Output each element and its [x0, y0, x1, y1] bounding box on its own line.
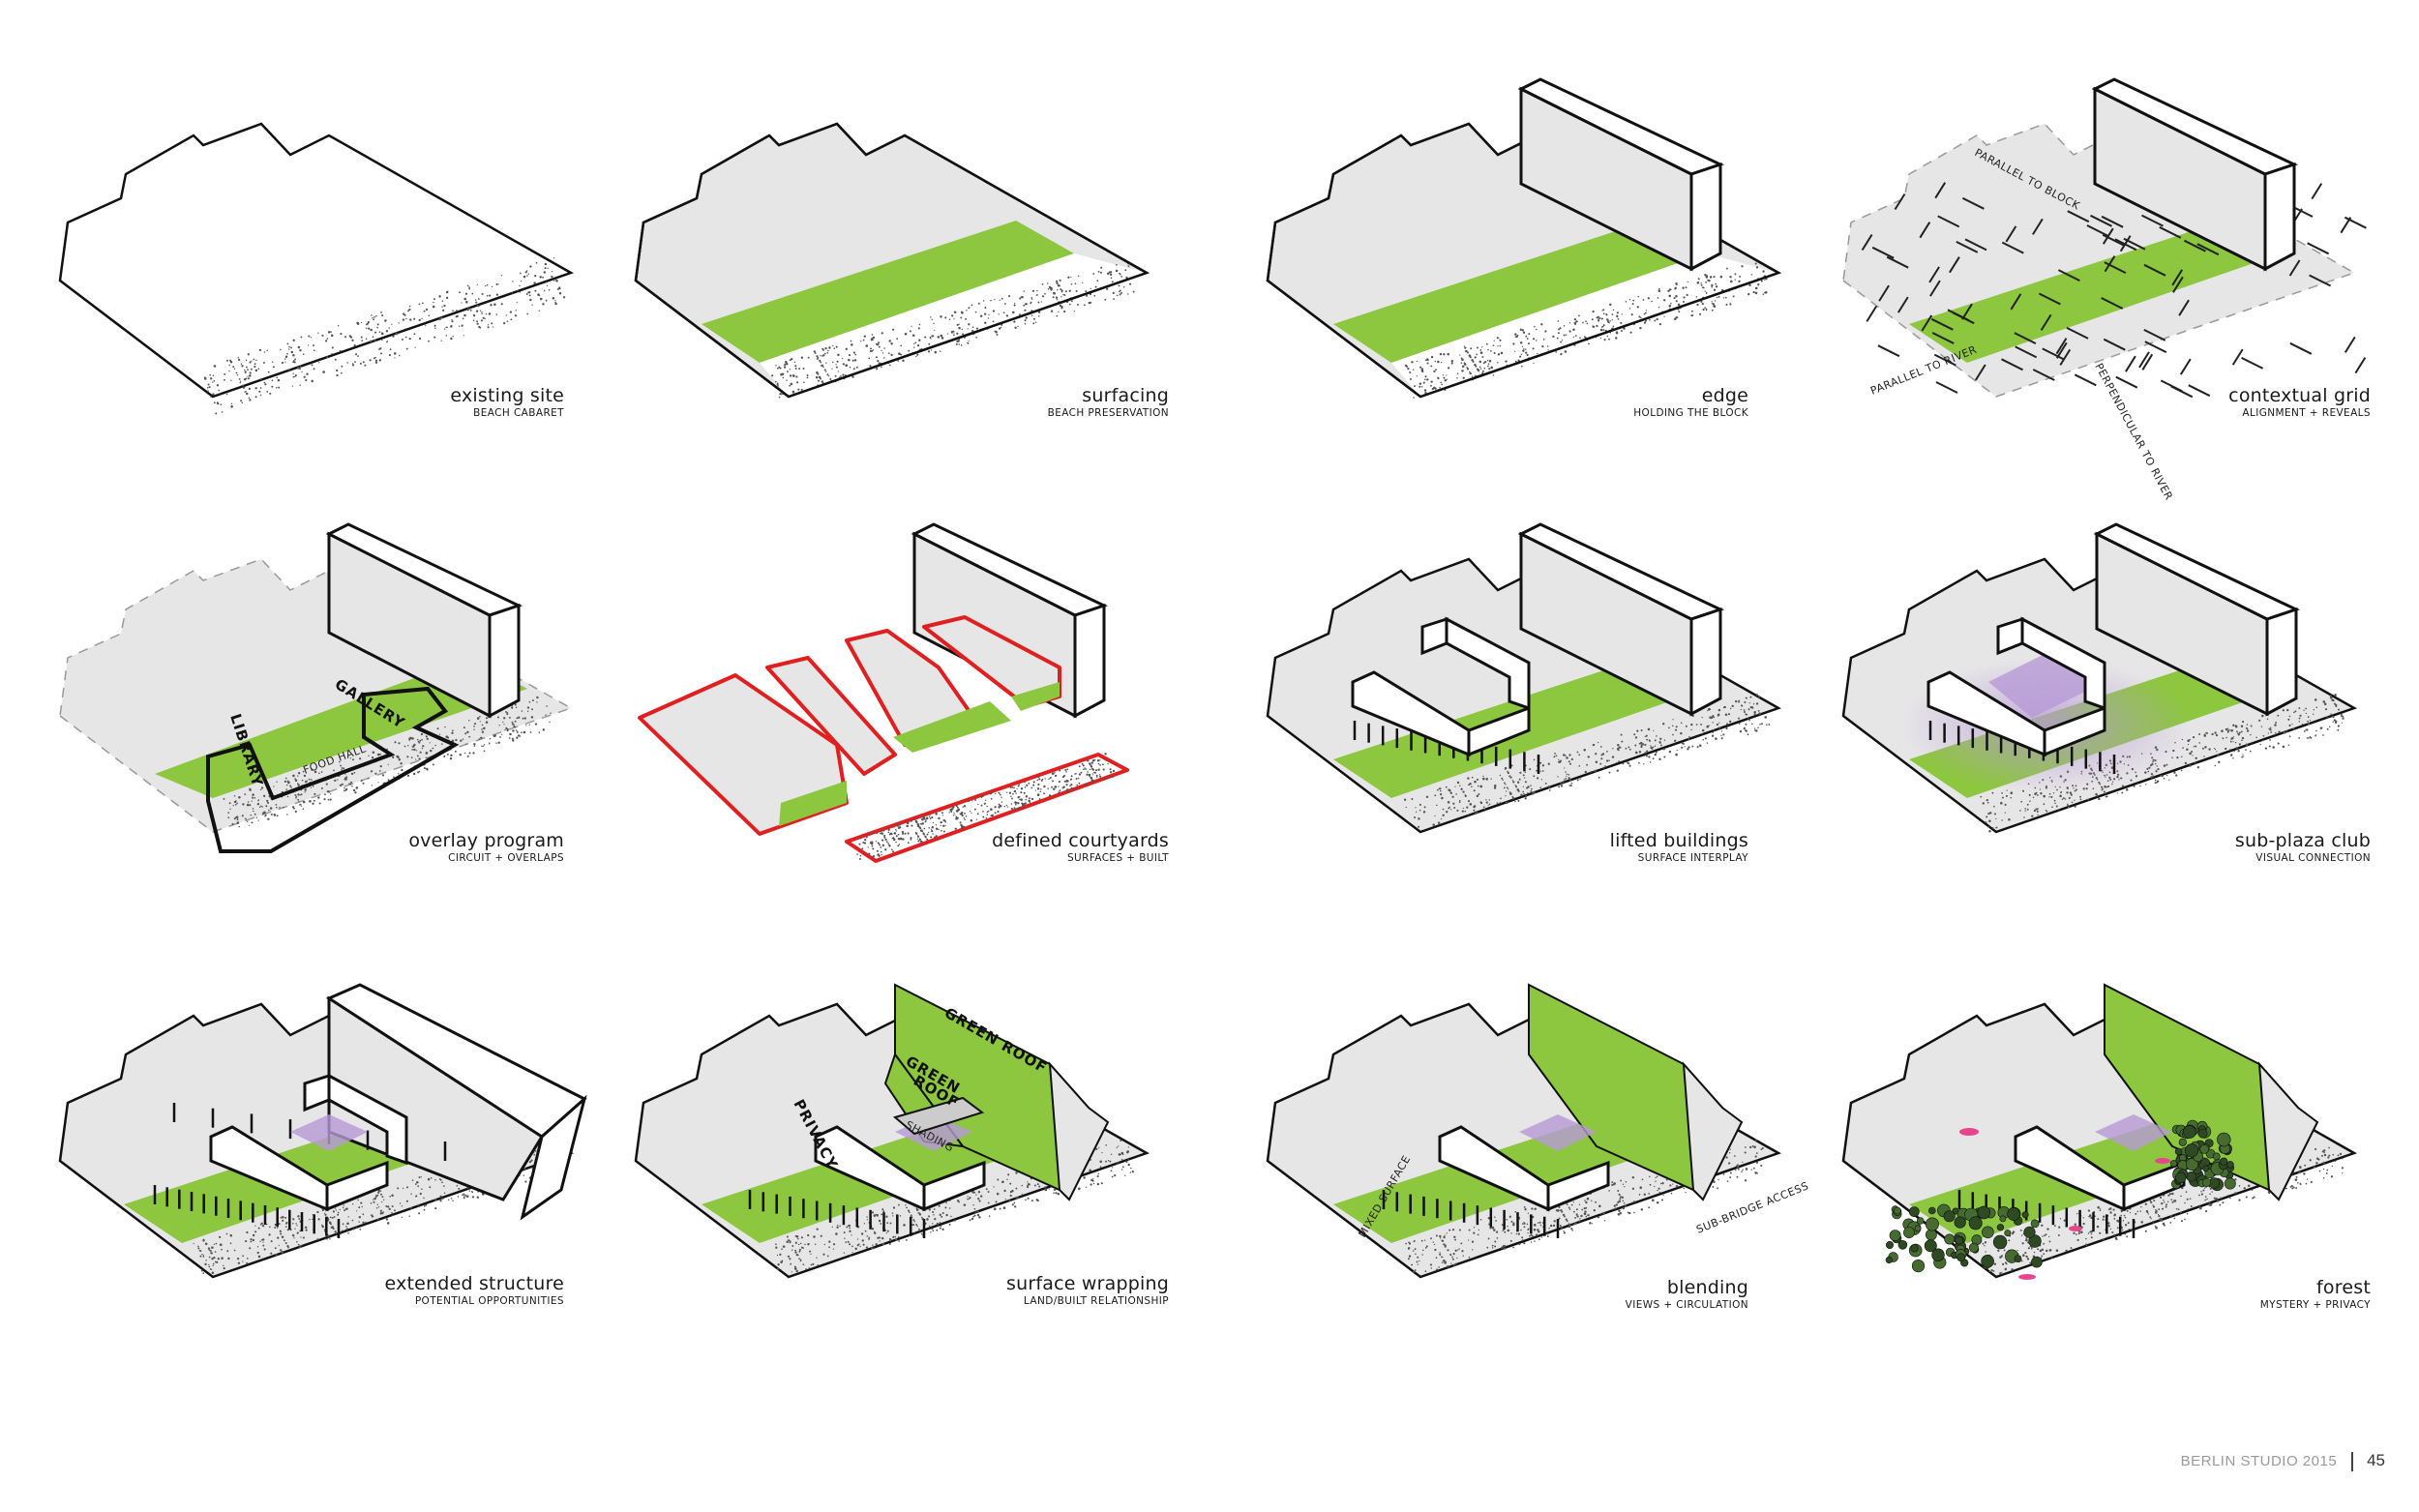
forest-building [2014, 1125, 2186, 1212]
title-forest: forest [2316, 1277, 2371, 1298]
edge-wall [1517, 77, 1725, 272]
panel-existing-site: existing site BEACH CABARET [0, 0, 605, 464]
wrapping-building [814, 1096, 986, 1212]
subtitle-extended-structure: POTENTIAL OPPORTUNITIES [414, 1295, 564, 1307]
subtitle-blending: VIEWS + CIRCULATION [1625, 1299, 1748, 1311]
caption-defined-courtyards: defined courtyards SURFACES + BUILT [992, 830, 1169, 865]
sand-stipple [1403, 694, 1771, 828]
surfacing-drawing [634, 122, 1150, 399]
panel-blending: MIXED SURFACE SUB-BRIDGE ACCESS blending… [1210, 909, 1814, 1354]
caption-edge: edge HOLDING THE BLOCK [1633, 385, 1748, 420]
edge-drawing [1266, 77, 1782, 399]
club-wall [2093, 522, 2301, 717]
defined-courtyards-drawing [638, 522, 1129, 863]
caption-lifted-buildings: lifted buildings SURFACE INTERPLAY [1610, 830, 1748, 865]
blending-drawing: MIXED SURFACE SUB-BRIDGE ACCESS [1266, 983, 1810, 1279]
panel-extended-structure: extended structure POTENTIAL OPPORTUNITI… [0, 909, 605, 1354]
subtitle-surfacing: BEACH PRESERVATION [1047, 407, 1169, 419]
sub-plaza-club-drawing [1841, 522, 2358, 834]
building-piles [748, 1190, 926, 1238]
subtitle-lifted-buildings: SURFACE INTERPLAY [1637, 852, 1748, 864]
existing-site-drawing [58, 122, 575, 415]
subtitle-defined-courtyards: SURFACES + BUILT [1066, 852, 1169, 864]
forest-green-wall [2104, 983, 2319, 1201]
building-piles [153, 1185, 341, 1238]
extended-wall [325, 983, 587, 1221]
panel-overlay-program: GALLERY LIBRARY FOOD HALL overlay progra… [0, 464, 605, 909]
panel-contextual-grid: PARALLEL TO BLOCK PARALLEL TO RIVER PERP… [1814, 0, 2419, 502]
panel-sub-plaza-club: sub-plaza club VISUAL CONNECTION [1814, 464, 2419, 909]
title-surfacing: surfacing [1082, 385, 1169, 406]
label-sub-bridge-access: SUB-BRIDGE ACCESS [1694, 1179, 1810, 1236]
subtitle-sub-plaza-club: VISUAL CONNECTION [2255, 852, 2371, 864]
subtitle-edge: HOLDING THE BLOCK [1633, 407, 1748, 419]
caption-sub-plaza-club: sub-plaza club VISUAL CONNECTION [2235, 830, 2371, 865]
forest-drawing [1841, 983, 2358, 1280]
page-footer: BERLIN STUDIO 2015 45 [2181, 1451, 2385, 1471]
sand-stipple [203, 257, 566, 415]
caption-overlay-program: overlay program CIRCUIT + OVERLAPS [408, 830, 564, 865]
extended-structure-drawing [58, 983, 587, 1279]
sand-stipple [771, 258, 1135, 399]
title-surface-wrapping: surface wrapping [1006, 1273, 1169, 1294]
panel-forest: forest MYSTERY + PRIVACY [1814, 909, 2419, 1354]
panel-lifted-buildings: lifted buildings SURFACE INTERPLAY [1210, 464, 1814, 909]
studio-name: BERLIN STUDIO 2015 [2180, 1453, 2338, 1469]
grid-dashes [1861, 178, 2367, 399]
sand-stipple [856, 753, 1116, 860]
overlay-program-drawing: GALLERY LIBRARY FOOD HALL [59, 522, 573, 853]
title-blending: blending [1666, 1277, 1748, 1298]
extended-building [209, 1073, 408, 1212]
caption-contextual-grid: contextual grid ALIGNMENT + REVEALS [2228, 385, 2371, 420]
overlay-wall [325, 522, 523, 719]
title-edge: edge [1701, 385, 1748, 406]
title-contextual-grid: contextual grid [2228, 385, 2371, 406]
building-piles [1353, 721, 1540, 774]
lifted-building [1351, 616, 1531, 757]
club-building [1926, 616, 2106, 757]
panel-surface-wrapping: GREEN ROOF GREEN ROOF PRIVACY SHADING su… [605, 909, 1210, 1354]
caption-surface-wrapping: surface wrapping LAND/BUILT RELATIONSHIP [1006, 1273, 1169, 1308]
page-number: 45 [2367, 1451, 2385, 1469]
blending-green-wall [1528, 983, 1744, 1201]
subtitle-existing-site: BEACH CABARET [473, 407, 564, 419]
caption-blending: blending VIEWS + CIRCULATION [1626, 1277, 1748, 1312]
building-piles [1382, 1190, 1560, 1238]
panel-edge: edge HOLDING THE BLOCK [1210, 0, 1814, 464]
subtitle-contextual-grid: ALIGNMENT + REVEALS [2242, 407, 2371, 419]
footer-divider [2350, 1451, 2353, 1471]
title-sub-plaza-club: sub-plaza club [2234, 830, 2371, 851]
panel-surfacing: surfacing BEACH PRESERVATION [605, 0, 1210, 464]
subtitle-overlay-program: CIRCUIT + OVERLAPS [448, 852, 564, 864]
contextual-grid-drawing: PARALLEL TO BLOCK PARALLEL TO RIVER PERP… [1842, 77, 2367, 502]
lifted-buildings-drawing [1266, 522, 1782, 834]
title-overlay-program: overlay program [408, 830, 564, 851]
title-lifted-buildings: lifted buildings [1609, 830, 1748, 851]
forest-trees [1885, 1119, 2236, 1273]
lifted-wall [1517, 522, 1725, 717]
surface-wrapping-drawing: GREEN ROOF GREEN ROOF PRIVACY SHADING [634, 983, 1150, 1279]
grid-wall [2091, 77, 2299, 272]
title-existing-site: existing site [450, 385, 564, 406]
title-extended-structure: extended structure [384, 1273, 564, 1294]
caption-extended-structure: extended structure POTENTIAL OPPORTUNITI… [385, 1273, 564, 1308]
subtitle-forest: MYSTERY + PRIVACY [2259, 1299, 2371, 1311]
panel-defined-courtyards: defined courtyards SURFACES + BUILT [605, 464, 1210, 909]
caption-existing-site: existing site BEACH CABARET [450, 385, 564, 420]
caption-surfacing: surfacing BEACH PRESERVATION [1048, 385, 1169, 420]
title-defined-courtyards: defined courtyards [992, 830, 1169, 851]
subtitle-surface-wrapping: LAND/BUILT RELATIONSHIP [1023, 1295, 1169, 1307]
blending-building [1438, 1125, 1610, 1212]
caption-forest: forest MYSTERY + PRIVACY [2260, 1277, 2371, 1312]
